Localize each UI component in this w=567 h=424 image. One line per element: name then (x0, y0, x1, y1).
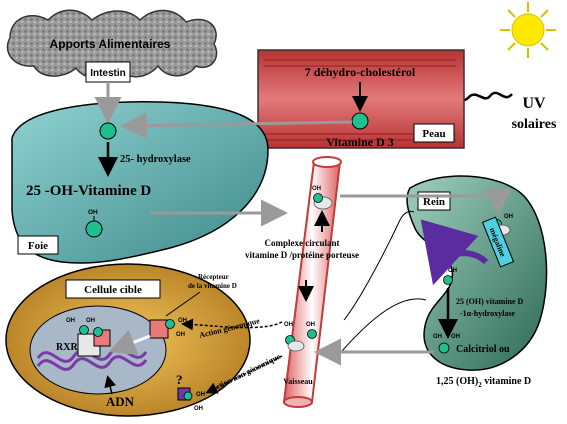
kidney-oh-label-mid: OH (448, 268, 457, 274)
membrane-oh-label-top: OH (196, 392, 205, 398)
foie-label: Foie (28, 240, 48, 252)
nucleus-oh-label-right: OH (86, 318, 95, 324)
vitd3-label: Vitamine D 3 (326, 135, 394, 149)
oh-vitd-molecule (85, 220, 103, 238)
vessel-molecule-top (313, 193, 323, 203)
complexe-label-line1: Complexe circulant (264, 238, 339, 248)
question-mark: ? (176, 372, 183, 387)
membrane-oh-label-bottom: OH (194, 406, 203, 412)
kidney-oh-label-top: OH (504, 214, 513, 220)
recepteur-line1: Récepteur (198, 273, 229, 281)
blood-vessel (282, 156, 342, 408)
oh2-vitd-label: 1,25 (OH)2 vitamine D (436, 376, 531, 389)
endocytosis-arrow (420, 219, 489, 286)
apports-label: Apports Alimentaires (50, 37, 171, 51)
uv-label-line2: solaires (512, 117, 557, 132)
peau-label: Peau (422, 128, 445, 140)
uv-label-line1: UV (522, 95, 546, 112)
hydroxylase25-label: 25- hydroxylase (120, 154, 191, 165)
recepteur-line2: de la vitamine D (188, 282, 237, 290)
kidney-oh-label-left: OH (433, 334, 442, 340)
receptor-to-nucleus-arrow (108, 329, 151, 355)
kidney-oh-label-right: OH (451, 334, 460, 340)
oh-vitd-label: 25 -OH-Vitamine D (26, 183, 151, 199)
skin-to-liver-arrow (120, 112, 353, 140)
calcitriol-label: Calcitriol ou (456, 344, 510, 355)
liver-oh-label: OH (88, 209, 98, 216)
vdr-receptor (149, 319, 169, 339)
rein-oh-line2: -1α-hydroxylase (460, 309, 515, 318)
cellule-box (65, 279, 161, 299)
adn-label: ADN (106, 394, 135, 409)
nucleus-oh-label-left: OH (66, 318, 75, 324)
vessel-to-kidney-arrow (340, 189, 512, 216)
cyto-oh-label-bottom: OH (176, 332, 185, 338)
intestin-label: Intestin (90, 68, 126, 79)
complexe-label-line2: vitamine D /protéine porteuse (245, 250, 359, 260)
rein-label: Rein (423, 196, 445, 208)
vessel-oh-label-right: OH (306, 322, 315, 328)
cyto-oh-label-top: OH (178, 318, 187, 324)
foie-box (17, 235, 59, 255)
vessel-oh-label-top: OH (312, 186, 321, 192)
vaisseau-label: Vaisseau (283, 377, 313, 386)
rein-oh-line1: 25 (OH) vitamine D (456, 297, 524, 306)
genomic-action-arrow (181, 318, 283, 331)
dehydro-label: 7 déhydro-cholestérol (305, 65, 416, 79)
sun-icon (500, 2, 556, 58)
apports-alimentaires-shape (6, 9, 218, 79)
liver-vitd-molecule (99, 122, 117, 140)
vitd3-molecule (351, 112, 369, 130)
calcitriol-molecule (438, 342, 450, 354)
rxr-label: RXR (56, 342, 78, 353)
cellule-label: Cellule cible (84, 284, 142, 296)
non-genomic-action-arrow (205, 355, 283, 394)
peau-box (413, 123, 455, 143)
vessel-oh-label-left: OH (284, 322, 293, 328)
